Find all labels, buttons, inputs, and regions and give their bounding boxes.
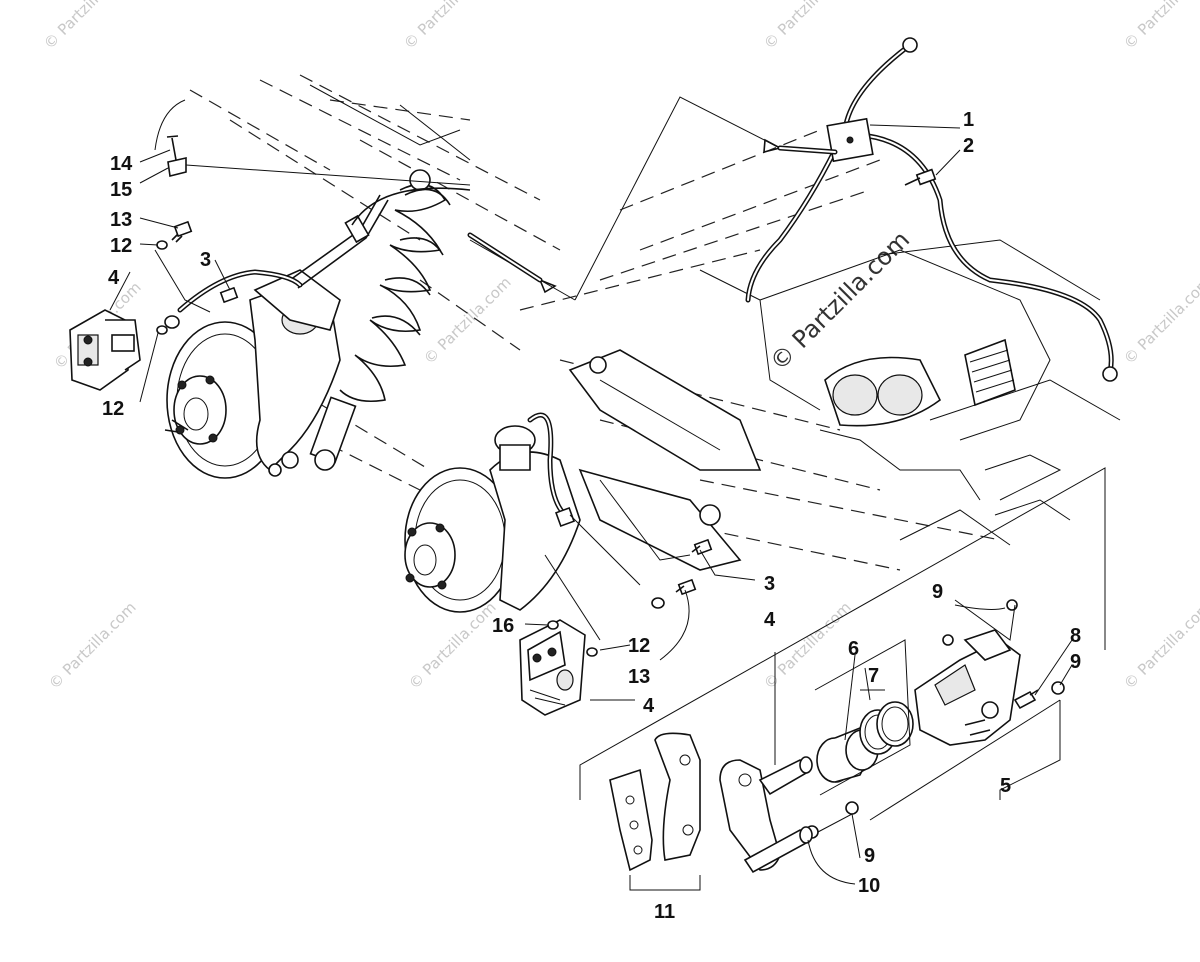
clamp-15 bbox=[167, 157, 187, 177]
watermark-text: © Partzilla.com bbox=[45, 598, 140, 693]
watermark-text: © Partzilla.com bbox=[1120, 273, 1200, 368]
o-ring-9-right bbox=[1051, 681, 1065, 695]
callout-5: 5 bbox=[1000, 775, 1011, 797]
right-caliper bbox=[519, 619, 586, 716]
exploded-caliper bbox=[579, 467, 1106, 891]
callout-11: 11 bbox=[654, 901, 675, 923]
callout-12-right: 12 bbox=[628, 635, 650, 657]
callout-6: 6 bbox=[848, 638, 859, 660]
coil-spring bbox=[309, 169, 451, 471]
bleeder-8 bbox=[1013, 689, 1039, 710]
callout-4-left: 4 bbox=[108, 267, 120, 289]
callout-9-top: 9 bbox=[932, 581, 943, 603]
washer-left-mid bbox=[164, 315, 180, 329]
callout-3-left: 3 bbox=[200, 249, 211, 271]
bolt-3-left bbox=[219, 286, 239, 304]
callout-9-right: 9 bbox=[1070, 651, 1081, 673]
callout-4-right: 4 bbox=[764, 609, 776, 631]
callout-labels: 1 2 3 3 4 4 4 5 6 7 8 9 9 9 10 11 12 12 … bbox=[102, 109, 1081, 923]
grille bbox=[964, 338, 1016, 407]
bolt-3-right bbox=[691, 538, 713, 556]
screw-14 bbox=[166, 135, 179, 161]
bolt-2 bbox=[904, 168, 937, 186]
callout-8: 8 bbox=[1070, 625, 1081, 647]
seal-7 bbox=[859, 701, 914, 755]
washer-12-left-bottom bbox=[156, 325, 168, 335]
callout-2: 2 bbox=[963, 135, 974, 157]
o-ring-9-bottom-a bbox=[845, 801, 859, 815]
watermark-text: © Partzilla.com bbox=[40, 0, 135, 53]
bolt-13-right bbox=[675, 578, 697, 596]
left-caliper bbox=[69, 309, 141, 391]
watermark-text: © Partzilla.com bbox=[1120, 0, 1200, 53]
watermark-text: © Partzilla.com bbox=[420, 273, 515, 368]
watermark-text: © Partzilla.com bbox=[1120, 598, 1200, 693]
callout-12-left-top: 12 bbox=[110, 235, 132, 257]
callout-14: 14 bbox=[110, 153, 133, 175]
watermark-logo-text: © Partzilla.com bbox=[764, 225, 915, 376]
callout-15: 15 bbox=[110, 179, 132, 201]
bracket-10 bbox=[719, 756, 813, 874]
watermark-text: © Partzilla.com bbox=[405, 598, 500, 693]
watermark-text: © Partzilla.com bbox=[760, 0, 855, 53]
callout-13-right: 13 bbox=[628, 666, 650, 688]
o-ring-9-top2 bbox=[1006, 599, 1018, 611]
watermark-text: © Partzilla.com bbox=[400, 0, 495, 53]
callout-7: 7 bbox=[868, 665, 879, 687]
callout-4-bottom: 4 bbox=[643, 695, 655, 717]
right-wheel-hub-assembly bbox=[404, 349, 762, 716]
callout-3-right: 3 bbox=[764, 573, 775, 595]
brake-pad-11 bbox=[609, 732, 701, 872]
callout-16: 16 bbox=[492, 615, 514, 637]
callout-13-left: 13 bbox=[110, 209, 132, 231]
o-ring-9-top bbox=[942, 634, 954, 646]
washer-caliper bbox=[586, 647, 598, 657]
callout-10: 10 bbox=[858, 875, 880, 897]
washer-12-right bbox=[651, 597, 665, 609]
callout-1: 1 bbox=[963, 109, 974, 131]
washer-16 bbox=[547, 620, 559, 630]
left-wheel-hub-assembly bbox=[69, 74, 561, 501]
callout-9-bottom: 9 bbox=[864, 845, 875, 867]
washer-12-left-top bbox=[156, 240, 168, 250]
callout-12-left-bottom: 12 bbox=[102, 398, 124, 420]
bolt-13-left bbox=[171, 220, 193, 243]
